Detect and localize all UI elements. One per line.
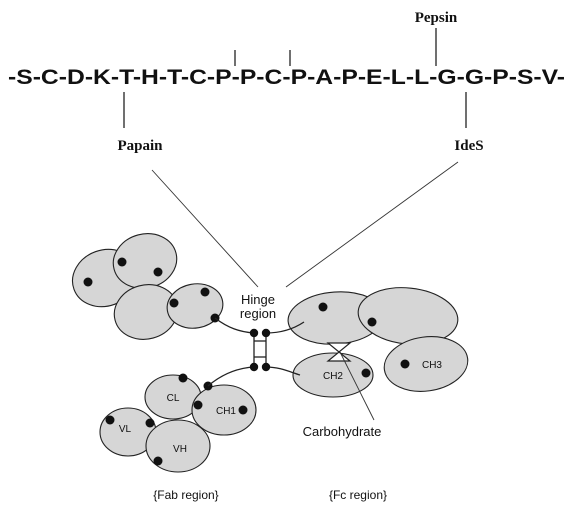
upper-fab-arm (64, 227, 226, 347)
ides-label: IdeS (454, 138, 483, 154)
fc-domains: CH2 CH3 (286, 283, 471, 397)
ch2-label: CH2 (323, 371, 343, 382)
ides-leader-line (286, 162, 458, 287)
papain-label: Papain (117, 138, 163, 154)
fab-region-label: {Fab region} (153, 488, 218, 502)
pepsin-label: Pepsin (415, 10, 458, 26)
ch1-label: CH1 (216, 406, 236, 417)
vl-label: VL (119, 424, 132, 435)
carbohydrate-icon (328, 343, 350, 361)
lower-fab-arm: CL CH1 VL VH (100, 374, 256, 473)
fc-region-label: {Fc region} (329, 488, 387, 502)
hinge-sequence: -S-C-D-K-T-H-T-C-P-P-C-P-A-P-E-L-L-G-G-P… (8, 65, 565, 89)
carbohydrate-label: Carbohydrate (303, 424, 382, 439)
hinge-label-line2: region (240, 306, 276, 321)
vh-label: VH (173, 444, 187, 455)
ch3-label: CH3 (422, 360, 442, 371)
hinge-label-line1: Hinge (241, 292, 275, 307)
cl-label: CL (167, 393, 180, 404)
